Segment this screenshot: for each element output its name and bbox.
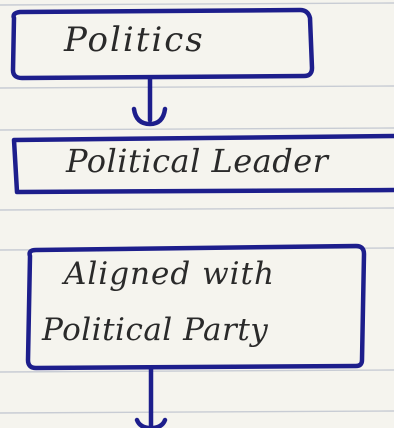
arrow-head	[131, 106, 168, 127]
node-political-leader-label: Political Leader	[66, 142, 329, 180]
arrow-head-partial	[134, 417, 168, 428]
node-aligned-label-line-2: Political Party	[42, 312, 269, 348]
node-politics-box	[10, 7, 315, 81]
node-aligned-box	[25, 243, 367, 371]
node-politics-label: Politics	[64, 20, 205, 60]
edge-aligned-continues	[134, 365, 168, 428]
node-aligned-label-line-1: Aligned with	[64, 256, 275, 292]
node-political-leader-box	[11, 133, 394, 195]
ruled-lines	[0, 2, 394, 414]
edge-politics-to-political-leader	[131, 75, 168, 127]
